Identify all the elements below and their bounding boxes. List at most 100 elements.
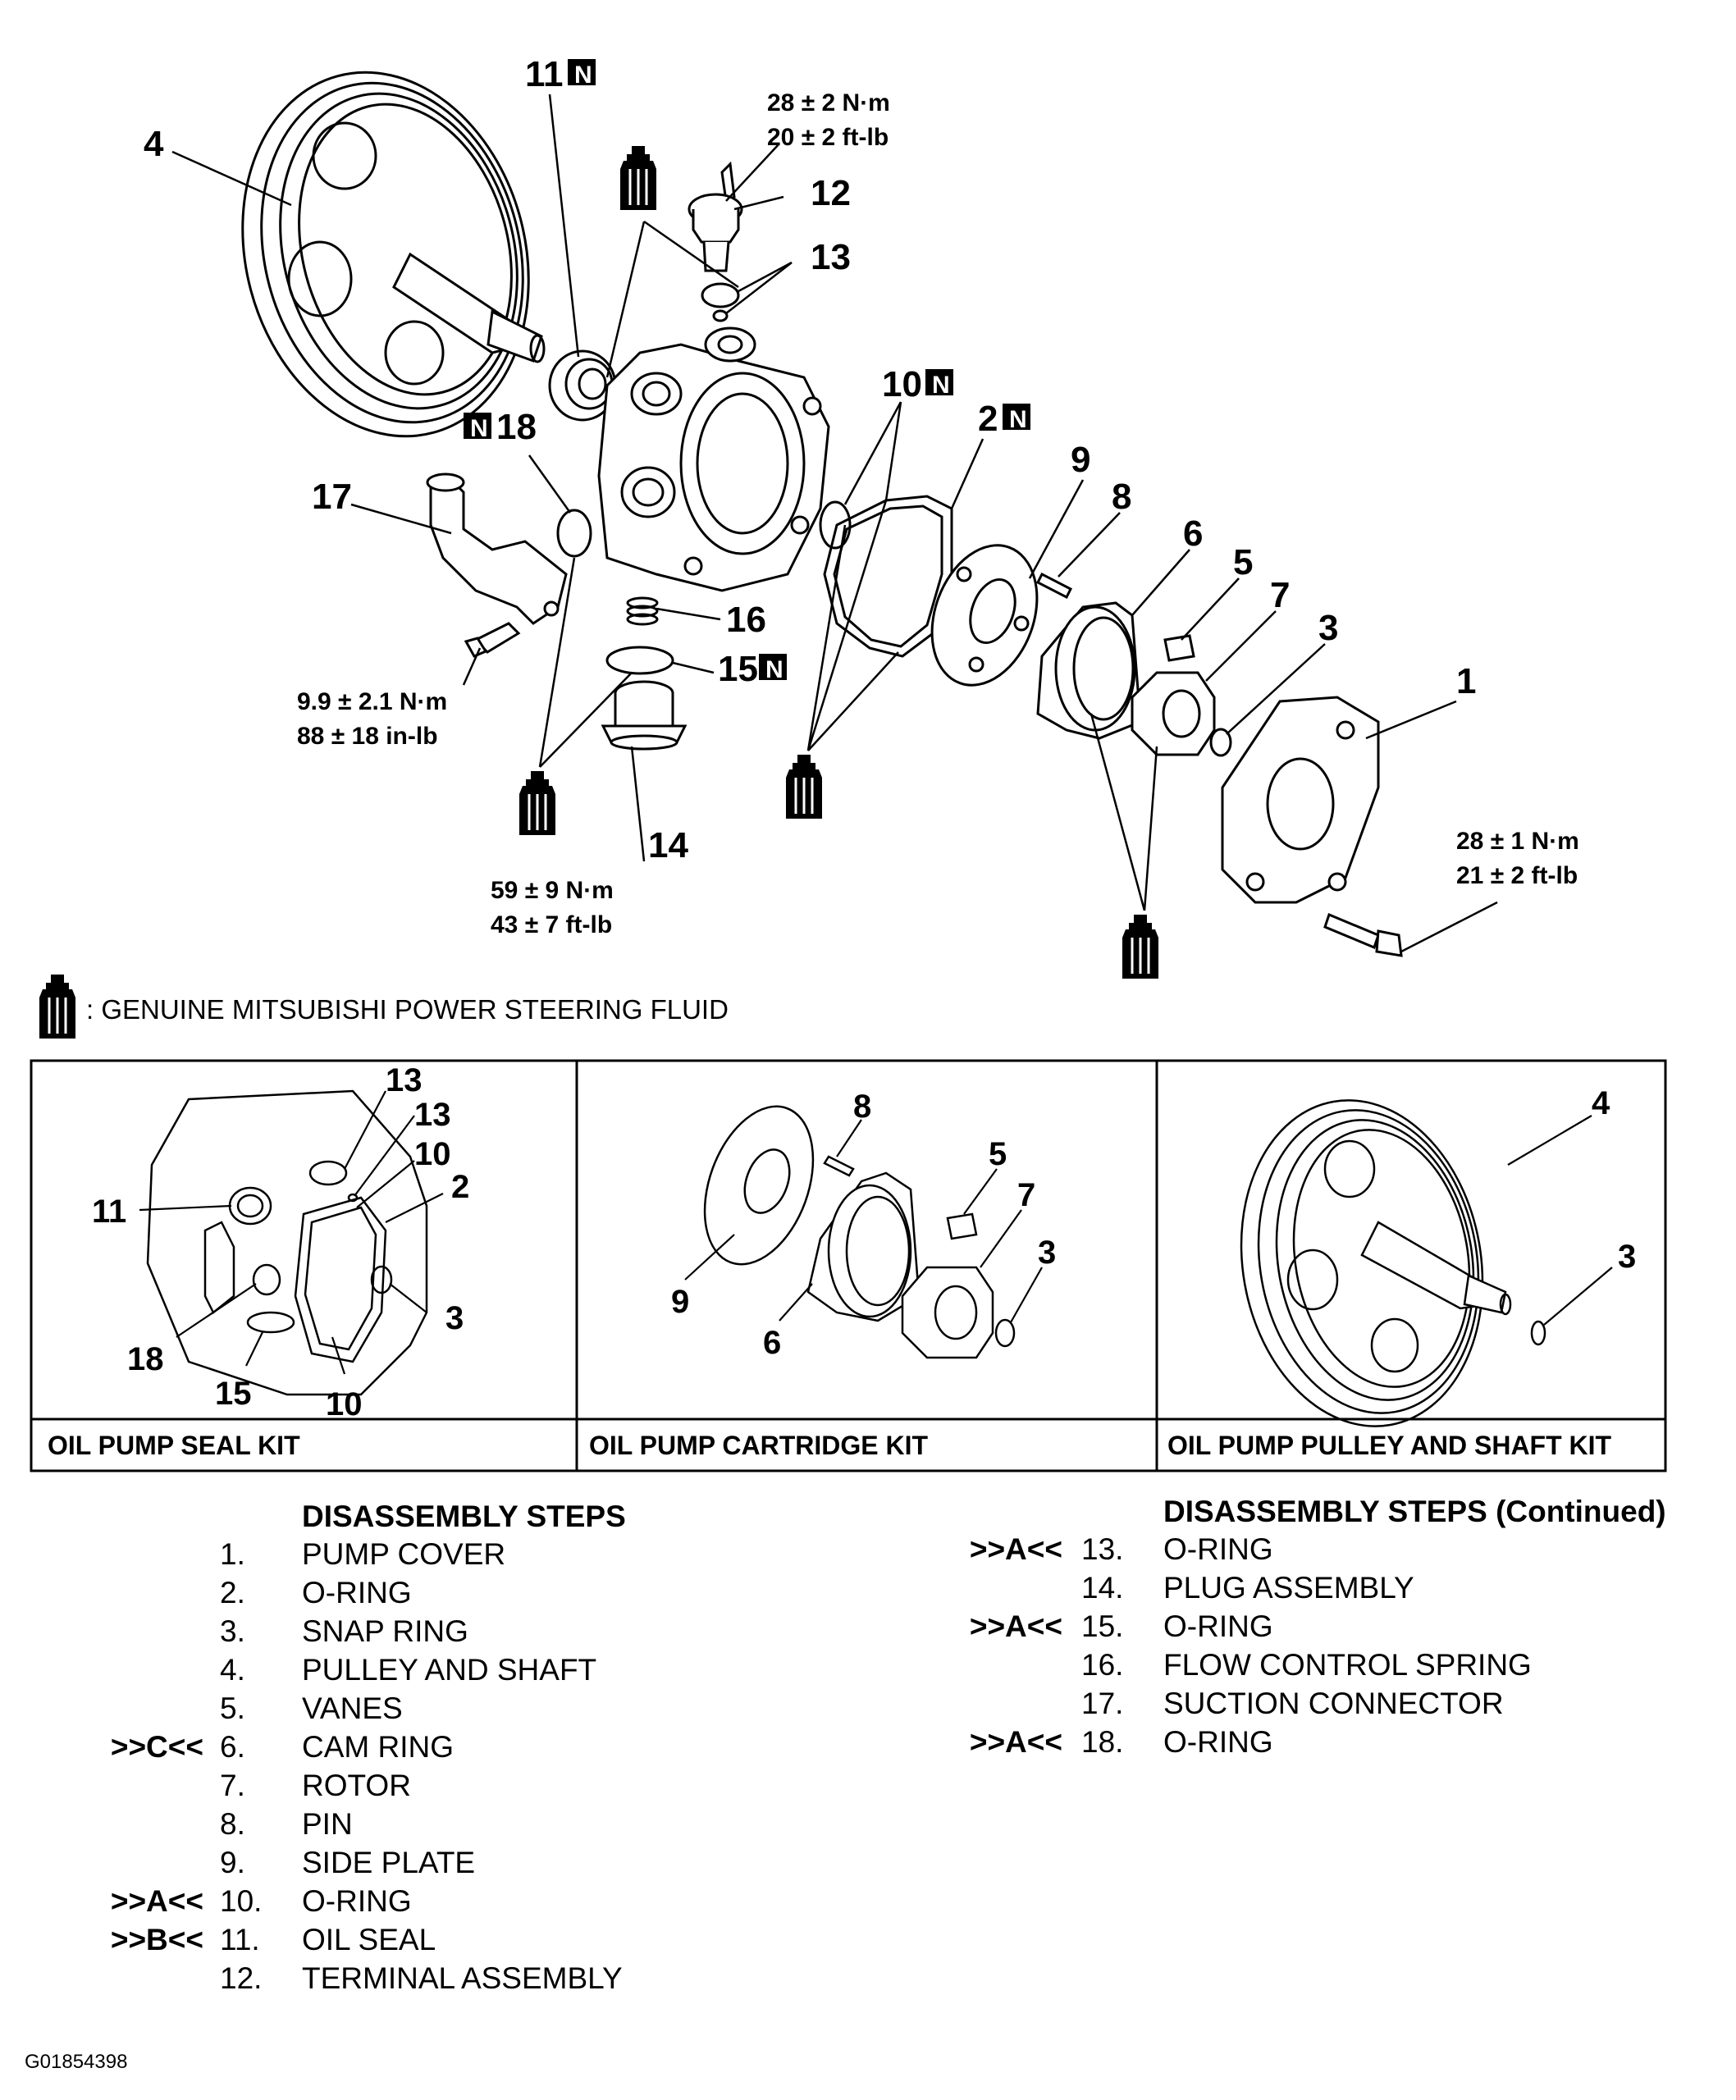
step-reference-mark: >>C<< — [110, 1730, 203, 1764]
step-text: FLOW CONTROL SPRING — [1163, 1648, 1532, 1682]
step-text: PLUG ASSEMBLY — [1163, 1571, 1414, 1605]
step-row: 2.O-RING — [0, 1576, 902, 1614]
step-number: 16. — [1081, 1648, 1124, 1682]
callout-11: 11 — [525, 54, 564, 94]
kit-cart-3: 3 — [1038, 1235, 1056, 1271]
callout-16: 16 — [726, 600, 766, 640]
exploded-view-diagram: N N N N N 4 11 12 13 18 17 16 15 14 10 2… — [38, 54, 1579, 1040]
step-row: 5.VANES — [0, 1691, 902, 1730]
step-reference-mark: >>A<< — [969, 1609, 1062, 1643]
step-text: SIDE PLATE — [302, 1846, 476, 1879]
torque-plug-ftlb: 43 ± 7 ft-lb — [491, 911, 612, 938]
pulley-kit-illustration — [1240, 1099, 1546, 1427]
step-number: 4. — [220, 1653, 245, 1687]
pulley-and-shaft — [241, 71, 546, 438]
o-ring-18 — [556, 509, 592, 558]
fluid-bottle-icon — [784, 753, 824, 820]
callout-5: 5 — [1233, 542, 1253, 582]
step-row: 9. SIDE PLATE — [0, 1846, 902, 1884]
step-text: PUMP COVER — [302, 1537, 506, 1571]
torque-cover-ftlb: 21 ± 2 ft-lb — [1456, 862, 1578, 889]
step-number: 18. — [1081, 1725, 1124, 1759]
kit-cart-7: 7 — [1017, 1177, 1035, 1213]
step-row: 16. FLOW CONTROL SPRING — [902, 1648, 1731, 1687]
callout-8: 8 — [1112, 477, 1131, 517]
torque-plug-nm: 59 ± 9 N·m — [491, 877, 614, 904]
step-number: 8. — [220, 1807, 245, 1841]
step-text: O-RING — [1163, 1725, 1273, 1759]
callout-4: 4 — [144, 124, 164, 164]
callout-18: 18 — [496, 407, 537, 447]
step-row: 14.PLUG ASSEMBLY — [902, 1571, 1731, 1609]
step-text: ROTOR — [302, 1769, 411, 1802]
callout-12: 12 — [811, 173, 851, 213]
step-number: 6. — [220, 1730, 245, 1764]
n-mark: N — [574, 62, 592, 89]
seal-kit-illustration — [146, 1089, 428, 1396]
callout-9: 9 — [1071, 440, 1090, 480]
torque-terminal-nm: 28 ± 2 N·m — [767, 89, 890, 116]
pump-body — [597, 326, 830, 592]
step-row: >>A<<15.O-RING — [902, 1609, 1731, 1648]
kit-seal-18: 18 — [127, 1341, 164, 1377]
terminal-assembly — [688, 161, 743, 272]
flow-control-spring — [626, 596, 659, 626]
step-reference-mark: >>B<< — [110, 1923, 203, 1956]
kit-pulley-4: 4 — [1592, 1085, 1610, 1121]
kit-cart-8: 8 — [853, 1089, 871, 1125]
fluid-bottle-icon — [1121, 913, 1160, 980]
pulley-kit-leaders — [1507, 1115, 1613, 1326]
plug-assembly — [601, 680, 688, 751]
step-number: 15. — [1081, 1609, 1124, 1643]
callout-1: 1 — [1456, 661, 1476, 701]
snap-ring — [1209, 728, 1232, 757]
step-number: 11. — [220, 1923, 260, 1956]
step-number: 13. — [1081, 1532, 1124, 1566]
n-mark: N — [932, 372, 950, 399]
callout-14: 14 — [648, 825, 688, 865]
fluid-bottle-icon — [518, 769, 557, 837]
step-row: >>A<< 18. O-RING — [902, 1725, 1731, 1764]
step-text: SNAP RING — [302, 1614, 468, 1648]
step-reference-mark: >>A<< — [110, 1884, 203, 1918]
leader-lines — [171, 94, 1498, 953]
step-number: 17. — [1081, 1687, 1124, 1720]
step-reference-mark: >>A<< — [969, 1532, 1062, 1566]
kit-seal-3: 3 — [445, 1300, 464, 1336]
callout-15: 15 — [718, 649, 758, 689]
step-number: 9. — [220, 1846, 245, 1879]
oil-seal — [548, 349, 617, 422]
fluid-legend: : GENUINE MITSUBISHI POWER STEERING FLUI… — [86, 994, 729, 1025]
kit-seal-2: 2 — [451, 1169, 469, 1205]
callout-10: 10 — [882, 364, 922, 404]
cover-bolt — [1323, 912, 1403, 957]
step-number: 3. — [220, 1614, 245, 1648]
o-ring-13 — [701, 282, 740, 322]
callout-2: 2 — [978, 399, 998, 439]
callout-6: 6 — [1183, 514, 1203, 554]
figure-id: G01854398 — [25, 2051, 128, 2073]
kit-cart-5: 5 — [989, 1136, 1007, 1172]
suction-connector — [426, 472, 568, 625]
step-text: CAM RING — [302, 1730, 454, 1764]
n-mark: N — [765, 656, 783, 683]
step-reference-mark: >>A<< — [969, 1725, 1062, 1759]
step-row: 3. SNAP RING — [0, 1614, 902, 1653]
step-row: >>A<< 13. O-RING — [902, 1532, 1731, 1571]
torque-connector-inlb: 88 ± 18 in-lb — [297, 723, 438, 750]
kit-cart-6: 6 — [763, 1325, 781, 1361]
callout-3: 3 — [1318, 608, 1338, 648]
step-number: 2. — [220, 1576, 245, 1609]
kit-seal-10b: 10 — [326, 1386, 363, 1422]
seal-kit-leaders — [139, 1090, 444, 1375]
step-text: PULLEY AND SHAFT — [302, 1653, 597, 1687]
kit-seal-label: OIL PUMP SEAL KIT — [48, 1431, 300, 1460]
step-text: PIN — [302, 1807, 353, 1841]
step-text: O-RING — [1163, 1532, 1273, 1566]
vanes — [1163, 634, 1195, 662]
step-number: 5. — [220, 1691, 245, 1725]
callout-13: 13 — [811, 237, 851, 277]
kit-seal-15: 15 — [215, 1376, 252, 1412]
kit-seal-11: 11 — [92, 1194, 126, 1230]
step-text: TERMINAL ASSEMBLY — [302, 1961, 623, 1995]
